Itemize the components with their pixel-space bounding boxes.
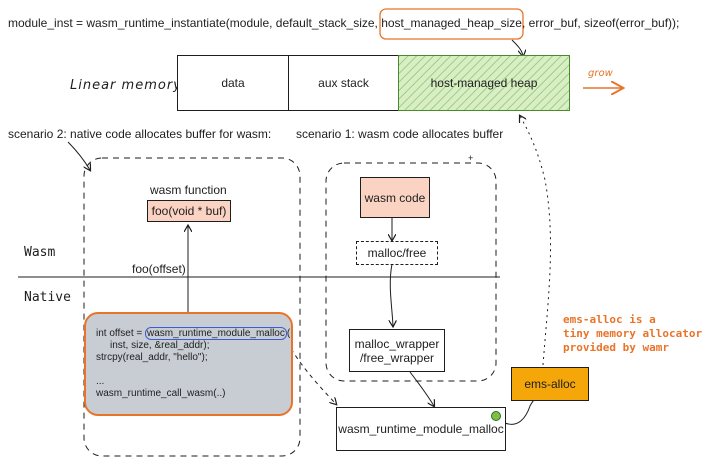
native-line2: inst, size, &real_addr); [110, 340, 210, 351]
ems-alloc-note: ems-alloc is a tiny memory allocator pro… [563, 313, 702, 355]
malloc-wrapper-box: malloc_wrapper /free_wrapper [349, 329, 445, 372]
native-line3: strcpy(real_addr, "hello"); [96, 352, 208, 363]
foo-call-label: foo(offset) [132, 262, 186, 276]
code-prefix: module_inst = wasm_runtime_instantiate(m… [8, 16, 382, 30]
native-line5: wasm_runtime_call_wasm(..) [96, 388, 226, 399]
wasm-layer-label: Wasm [24, 245, 56, 260]
wrapper-to-module-malloc-arrow [409, 371, 434, 406]
code-highlight: host_managed_heap_size, [381, 16, 526, 30]
native-line1-prefix: int offset = [96, 328, 146, 339]
module-malloc-marker [491, 411, 501, 421]
ems-note-line1: ems-alloc is a [563, 313, 656, 326]
native-line4: ... [96, 376, 105, 387]
ems-alloc-box: ems-alloc [511, 367, 589, 401]
instantiate-code-line: module_inst = wasm_runtime_instantiate(m… [8, 16, 679, 30]
ems-to-heap-arrow [520, 116, 552, 366]
grow-label: grow [588, 68, 613, 79]
linear-memory-label: Linear memory [70, 78, 182, 93]
memory-segment-aux-stack: aux stack [288, 55, 399, 111]
module-malloc-box: wasm_runtime_module_malloc [336, 407, 506, 451]
scenario2-pointer [67, 141, 90, 170]
scenario2-caption: scenario 2: native code allocates buffer… [8, 127, 272, 141]
code-suffix: error_buf, sizeof(error_buf)); [525, 16, 680, 30]
native-code-block: int offset = wasm_runtime_module_malloc(… [84, 312, 293, 416]
ems-note-line2: tiny memory allocator [563, 327, 703, 340]
native-call-to-module-malloc-arrow [286, 341, 336, 404]
wasm-function-signature: foo(void * buf) [147, 200, 231, 222]
native-layer-label: Native [24, 290, 71, 305]
malloc-wrapper-line2: /free_wrapper [359, 350, 435, 365]
malloc-to-wrapper-arrow [390, 263, 393, 326]
wasm-function-title: wasm function [150, 183, 227, 197]
malloc-free-box: malloc/free [356, 241, 438, 265]
param-to-heap-arrow [511, 39, 523, 56]
scenario2-region [83, 157, 301, 457]
memory-segment-data: data [177, 55, 289, 111]
scenario1-region [325, 162, 497, 382]
scenario1-caption: scenario 1: wasm code allocates buffer [296, 127, 504, 141]
svg-text:+: + [468, 153, 473, 163]
wasm-code-box: wasm code [360, 177, 430, 218]
ems-note-line3: provided by wamr [563, 341, 669, 354]
param-highlight-box [379, 8, 524, 40]
native-line1-suffix: ( [286, 328, 291, 339]
malloc-wrapper-line1: malloc_wrapper [354, 336, 440, 351]
native-malloc-call: wasm_runtime_module_malloc [145, 327, 287, 340]
memory-segment-heap: host-managed heap [398, 55, 570, 111]
